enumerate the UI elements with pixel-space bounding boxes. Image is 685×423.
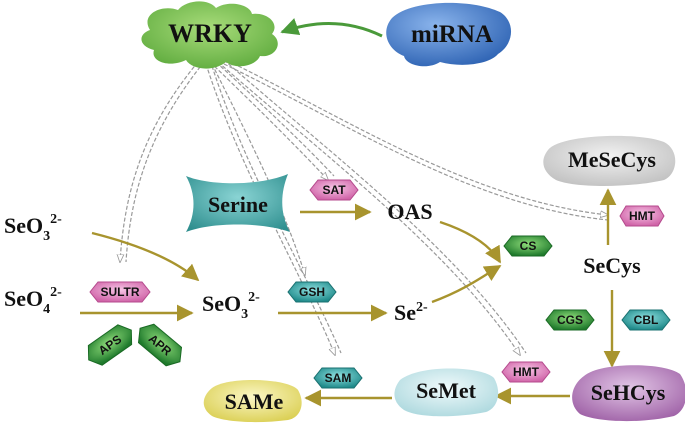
mesecys-label: MeSeCys bbox=[568, 147, 656, 172]
sultr-badge bbox=[89, 281, 151, 303]
mirna-label: miRNA bbox=[411, 21, 493, 48]
seo3-in-to-seo3-mid-arrow bbox=[91, 231, 200, 282]
wrky-to-gsh-arrow bbox=[211, 63, 305, 275]
cs-badge bbox=[503, 235, 553, 257]
wrky-label: WRKY bbox=[168, 19, 252, 48]
hmt-bottom-label: HMT bbox=[513, 365, 540, 379]
enzyme-apr: APR bbox=[137, 323, 183, 367]
se2-label: Se2- bbox=[394, 300, 428, 325]
enzyme-sat: SAT bbox=[309, 179, 359, 201]
seo4-charge: 2- bbox=[50, 285, 62, 300]
seo3-middle-subscript: 3 bbox=[241, 307, 248, 322]
sam-label: SAM bbox=[325, 371, 352, 385]
wrky-to-hmt-top-arrow bbox=[221, 57, 608, 215]
oas-label: OAS bbox=[387, 199, 432, 224]
se2-to-secys-arrow bbox=[431, 264, 502, 304]
enzyme-hmt-bottom: HMT bbox=[501, 361, 551, 383]
serine-shape bbox=[186, 174, 290, 232]
cbl-badge bbox=[621, 309, 671, 331]
apr-badge bbox=[137, 323, 183, 367]
enzyme-hmt-top: HMT bbox=[619, 205, 665, 227]
semet-node: SeMet bbox=[394, 368, 499, 417]
seo3-middle-base: SeO bbox=[202, 291, 241, 316]
seo4-label: SeO42- bbox=[4, 285, 62, 317]
enzyme-gsh: GSH bbox=[287, 281, 337, 303]
cbl-label: CBL bbox=[634, 313, 659, 327]
seo3-input-subscript: 3 bbox=[43, 229, 50, 244]
regulation-arrows bbox=[120, 57, 608, 355]
wrky-to-sat-arrow bbox=[209, 61, 328, 180]
seo4-subscript: 4 bbox=[43, 302, 50, 317]
mesecys-blob-shape bbox=[543, 135, 676, 186]
enzyme-cgs: CGS bbox=[545, 309, 595, 331]
seo3-middle-label: SeO32- bbox=[202, 290, 260, 322]
sehcys-blob-shape bbox=[572, 365, 685, 422]
hmt-bottom-badge bbox=[501, 361, 551, 383]
same-label: SAMe bbox=[225, 389, 284, 414]
sehcys-label: SeHCys bbox=[591, 380, 666, 405]
sam-badge bbox=[313, 367, 363, 389]
enzyme-cbl: CBL bbox=[621, 309, 671, 331]
hmt-top-label: HMT bbox=[629, 209, 656, 223]
seo4-base: SeO bbox=[4, 286, 43, 311]
enzyme-aps: APS bbox=[87, 324, 133, 366]
wrky-node: WRKY bbox=[141, 1, 278, 69]
mirna-blob-shape bbox=[386, 2, 512, 67]
sehcys-node: SeHCys bbox=[572, 365, 685, 422]
wrky-cloud-shape bbox=[141, 1, 278, 69]
wrky-to-hmt-bottom-arrow bbox=[217, 61, 520, 355]
cgs-label: CGS bbox=[557, 313, 583, 327]
sultr-label: SULTR bbox=[100, 285, 139, 299]
semet-label: SeMet bbox=[416, 378, 477, 403]
mirna-node: miRNA bbox=[386, 2, 512, 67]
mirna-to-wrky-arrow bbox=[280, 18, 383, 38]
pathway-arrows bbox=[80, 188, 621, 407]
gsh-badge bbox=[287, 281, 337, 303]
secys-label: SeCys bbox=[583, 253, 641, 278]
wrky-to-seo3-arrow bbox=[120, 61, 199, 262]
hmt-top-badge bbox=[619, 205, 665, 227]
serine-label: Serine bbox=[208, 192, 268, 217]
mesecys-node: MeSeCys bbox=[543, 135, 676, 186]
wrky-to-sam-arrow bbox=[205, 63, 335, 355]
sat-label: SAT bbox=[322, 183, 346, 197]
aps-badge bbox=[87, 324, 133, 366]
enzyme-sam: SAM bbox=[313, 367, 363, 389]
seo3-input-base: SeO bbox=[4, 213, 43, 238]
enzyme-sultr: SULTR bbox=[89, 281, 151, 303]
se2-charge: 2- bbox=[416, 300, 428, 315]
cgs-badge bbox=[545, 309, 595, 331]
sat-badge bbox=[309, 179, 359, 201]
seo3-input-label: SeO32- bbox=[4, 212, 62, 244]
gsh-label: GSH bbox=[299, 285, 325, 299]
seo3-input-charge: 2- bbox=[50, 212, 62, 227]
se2-base: Se bbox=[394, 300, 416, 325]
same-blob-shape bbox=[203, 379, 302, 423]
serine-node: Serine bbox=[186, 174, 290, 232]
enzyme-cs: CS bbox=[503, 235, 553, 257]
same-node: SAMe bbox=[203, 379, 302, 423]
semet-blob-shape bbox=[394, 368, 499, 417]
cs-label: CS bbox=[520, 239, 537, 253]
oas-to-secys-arrow bbox=[439, 220, 502, 264]
seo3-middle-charge: 2- bbox=[248, 290, 260, 305]
